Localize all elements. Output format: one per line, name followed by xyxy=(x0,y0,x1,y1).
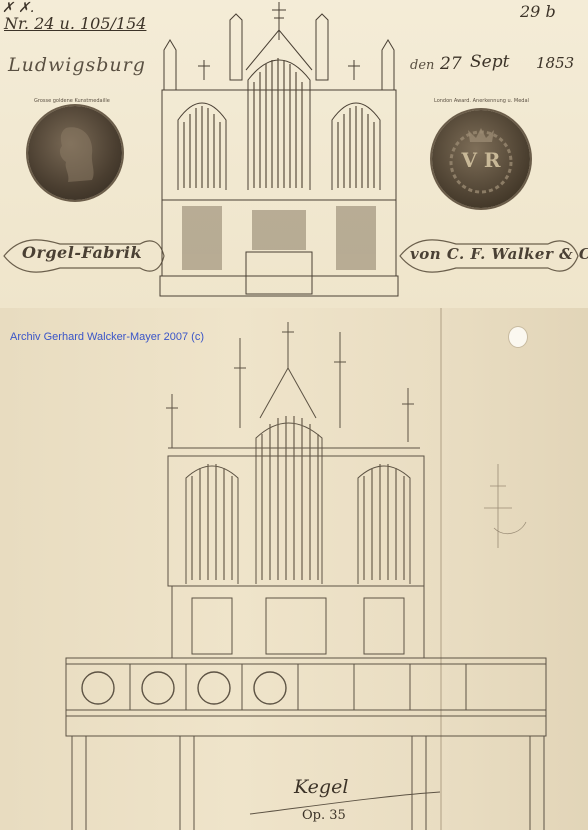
medal-right-wreath-icon xyxy=(449,128,513,194)
medal-right-caption: London Award. Anerkennung u. Medal xyxy=(434,98,529,104)
date-year: 1853 xyxy=(536,54,575,72)
archive-watermark: Archiv Gerhard Walcker-Mayer 2007 (c) xyxy=(10,331,204,343)
place-name: Ludwigsburg xyxy=(8,54,146,76)
letterhead: ✗ ✗. Nr. 24 u. 105/154 29 b Ludwigsburg … xyxy=(0,0,588,310)
medal-left xyxy=(28,106,122,200)
date-prefix: den xyxy=(410,58,435,73)
signature: Kegel xyxy=(294,776,349,798)
ref-number: Nr. 24 u. 105/154 xyxy=(4,14,147,33)
date-day: 27 xyxy=(440,54,462,74)
medal-right-emblem: V R xyxy=(461,148,501,172)
banner-scrolls xyxy=(3,239,579,273)
corner-number: 29 b xyxy=(520,2,556,21)
fold-line xyxy=(440,308,442,830)
medal-right: V R xyxy=(432,110,530,208)
company-name-right: von C. F. Walker & Co. xyxy=(410,245,588,263)
organ-engraving xyxy=(159,2,399,297)
date-month: Sept xyxy=(470,52,510,72)
opus-number: Op. 35 xyxy=(302,808,346,823)
company-name-left: Orgel-Fabrik xyxy=(22,243,143,262)
medal-left-portrait-icon xyxy=(59,127,94,182)
punch-hole xyxy=(508,326,528,348)
ref-number-line1: ✗ ✗. xyxy=(2,0,35,16)
medal-left-caption: Grosse goldene Kunstmedaille xyxy=(34,98,110,104)
organ-drawing xyxy=(65,322,547,830)
